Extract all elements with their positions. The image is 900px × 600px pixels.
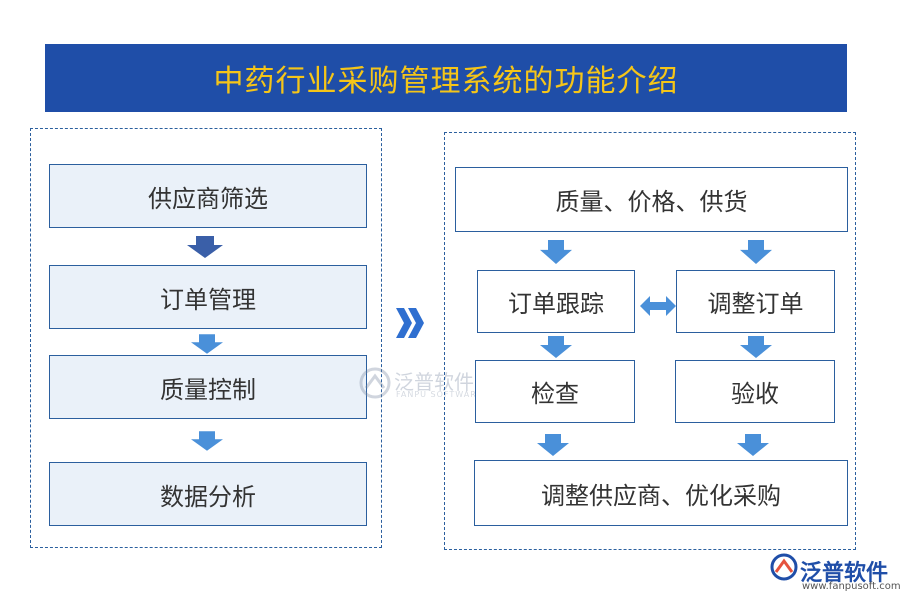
step-quality-price-supply-label: 质量、价格、供货 xyxy=(555,188,748,216)
step-quality-price-supply: 质量、价格、供货 xyxy=(455,167,848,232)
title-bar: 中药行业采购管理系统的功能介绍 xyxy=(45,44,847,112)
step-adjust-supplier-optimize-label: 调整供应商、优化采购 xyxy=(541,481,781,510)
step-data-analysis-label: 数据分析 xyxy=(160,482,256,511)
brand-logo: 泛普软件 www.fanpusoft.com xyxy=(770,553,900,592)
step-supplier-screening: 供应商筛选 xyxy=(49,164,367,228)
step-acceptance: 验收 xyxy=(675,360,835,423)
watermark-sub: FANPU SOFTWARE xyxy=(396,390,483,399)
step-inspection: 检查 xyxy=(475,360,635,423)
right-panel xyxy=(444,132,856,550)
down-arrow-icon xyxy=(740,336,772,358)
down-arrow-icon xyxy=(537,434,569,456)
left-panel xyxy=(30,128,382,548)
step-order-management: 订单管理 xyxy=(49,265,367,329)
step-quality-control-label: 质量控制 xyxy=(160,375,256,404)
brand-url: www.fanpusoft.com xyxy=(802,581,900,592)
brand-name: 泛普软件 xyxy=(800,561,889,586)
step-order-tracking: 订单跟踪 xyxy=(477,270,635,333)
watermark: 泛普软件 FANPU SOFTWARE xyxy=(358,366,482,404)
step-adjust-order: 调整订单 xyxy=(676,270,835,333)
double-arrow-icon xyxy=(640,296,676,316)
down-arrow-icon xyxy=(540,240,572,264)
down-arrow-icon xyxy=(191,431,223,451)
step-adjust-supplier-optimize: 调整供应商、优化采购 xyxy=(474,460,848,526)
watermark-logo-icon xyxy=(359,367,391,399)
step-quality-control: 质量控制 xyxy=(49,355,367,419)
step-supplier-screening-label: 供应商筛选 xyxy=(148,184,268,213)
down-arrow-icon xyxy=(187,236,223,258)
watermark-name: 泛普软件 xyxy=(394,370,474,394)
step-data-analysis: 数据分析 xyxy=(49,462,367,526)
step-inspection-label: 检查 xyxy=(531,380,579,408)
down-arrow-icon xyxy=(191,334,223,354)
down-arrow-icon xyxy=(740,240,772,264)
down-arrow-icon xyxy=(540,336,572,358)
down-arrow-icon xyxy=(737,434,769,456)
step-adjust-order-label: 调整订单 xyxy=(707,290,804,318)
double-chevron-right-icon xyxy=(396,308,424,338)
step-order-management-label: 订单管理 xyxy=(160,285,256,314)
step-order-tracking-label: 订单跟踪 xyxy=(508,290,604,318)
page-title: 中药行业采购管理系统的功能介绍 xyxy=(213,64,679,99)
brand-logo-icon xyxy=(770,553,798,581)
step-acceptance-label: 验收 xyxy=(731,380,779,408)
